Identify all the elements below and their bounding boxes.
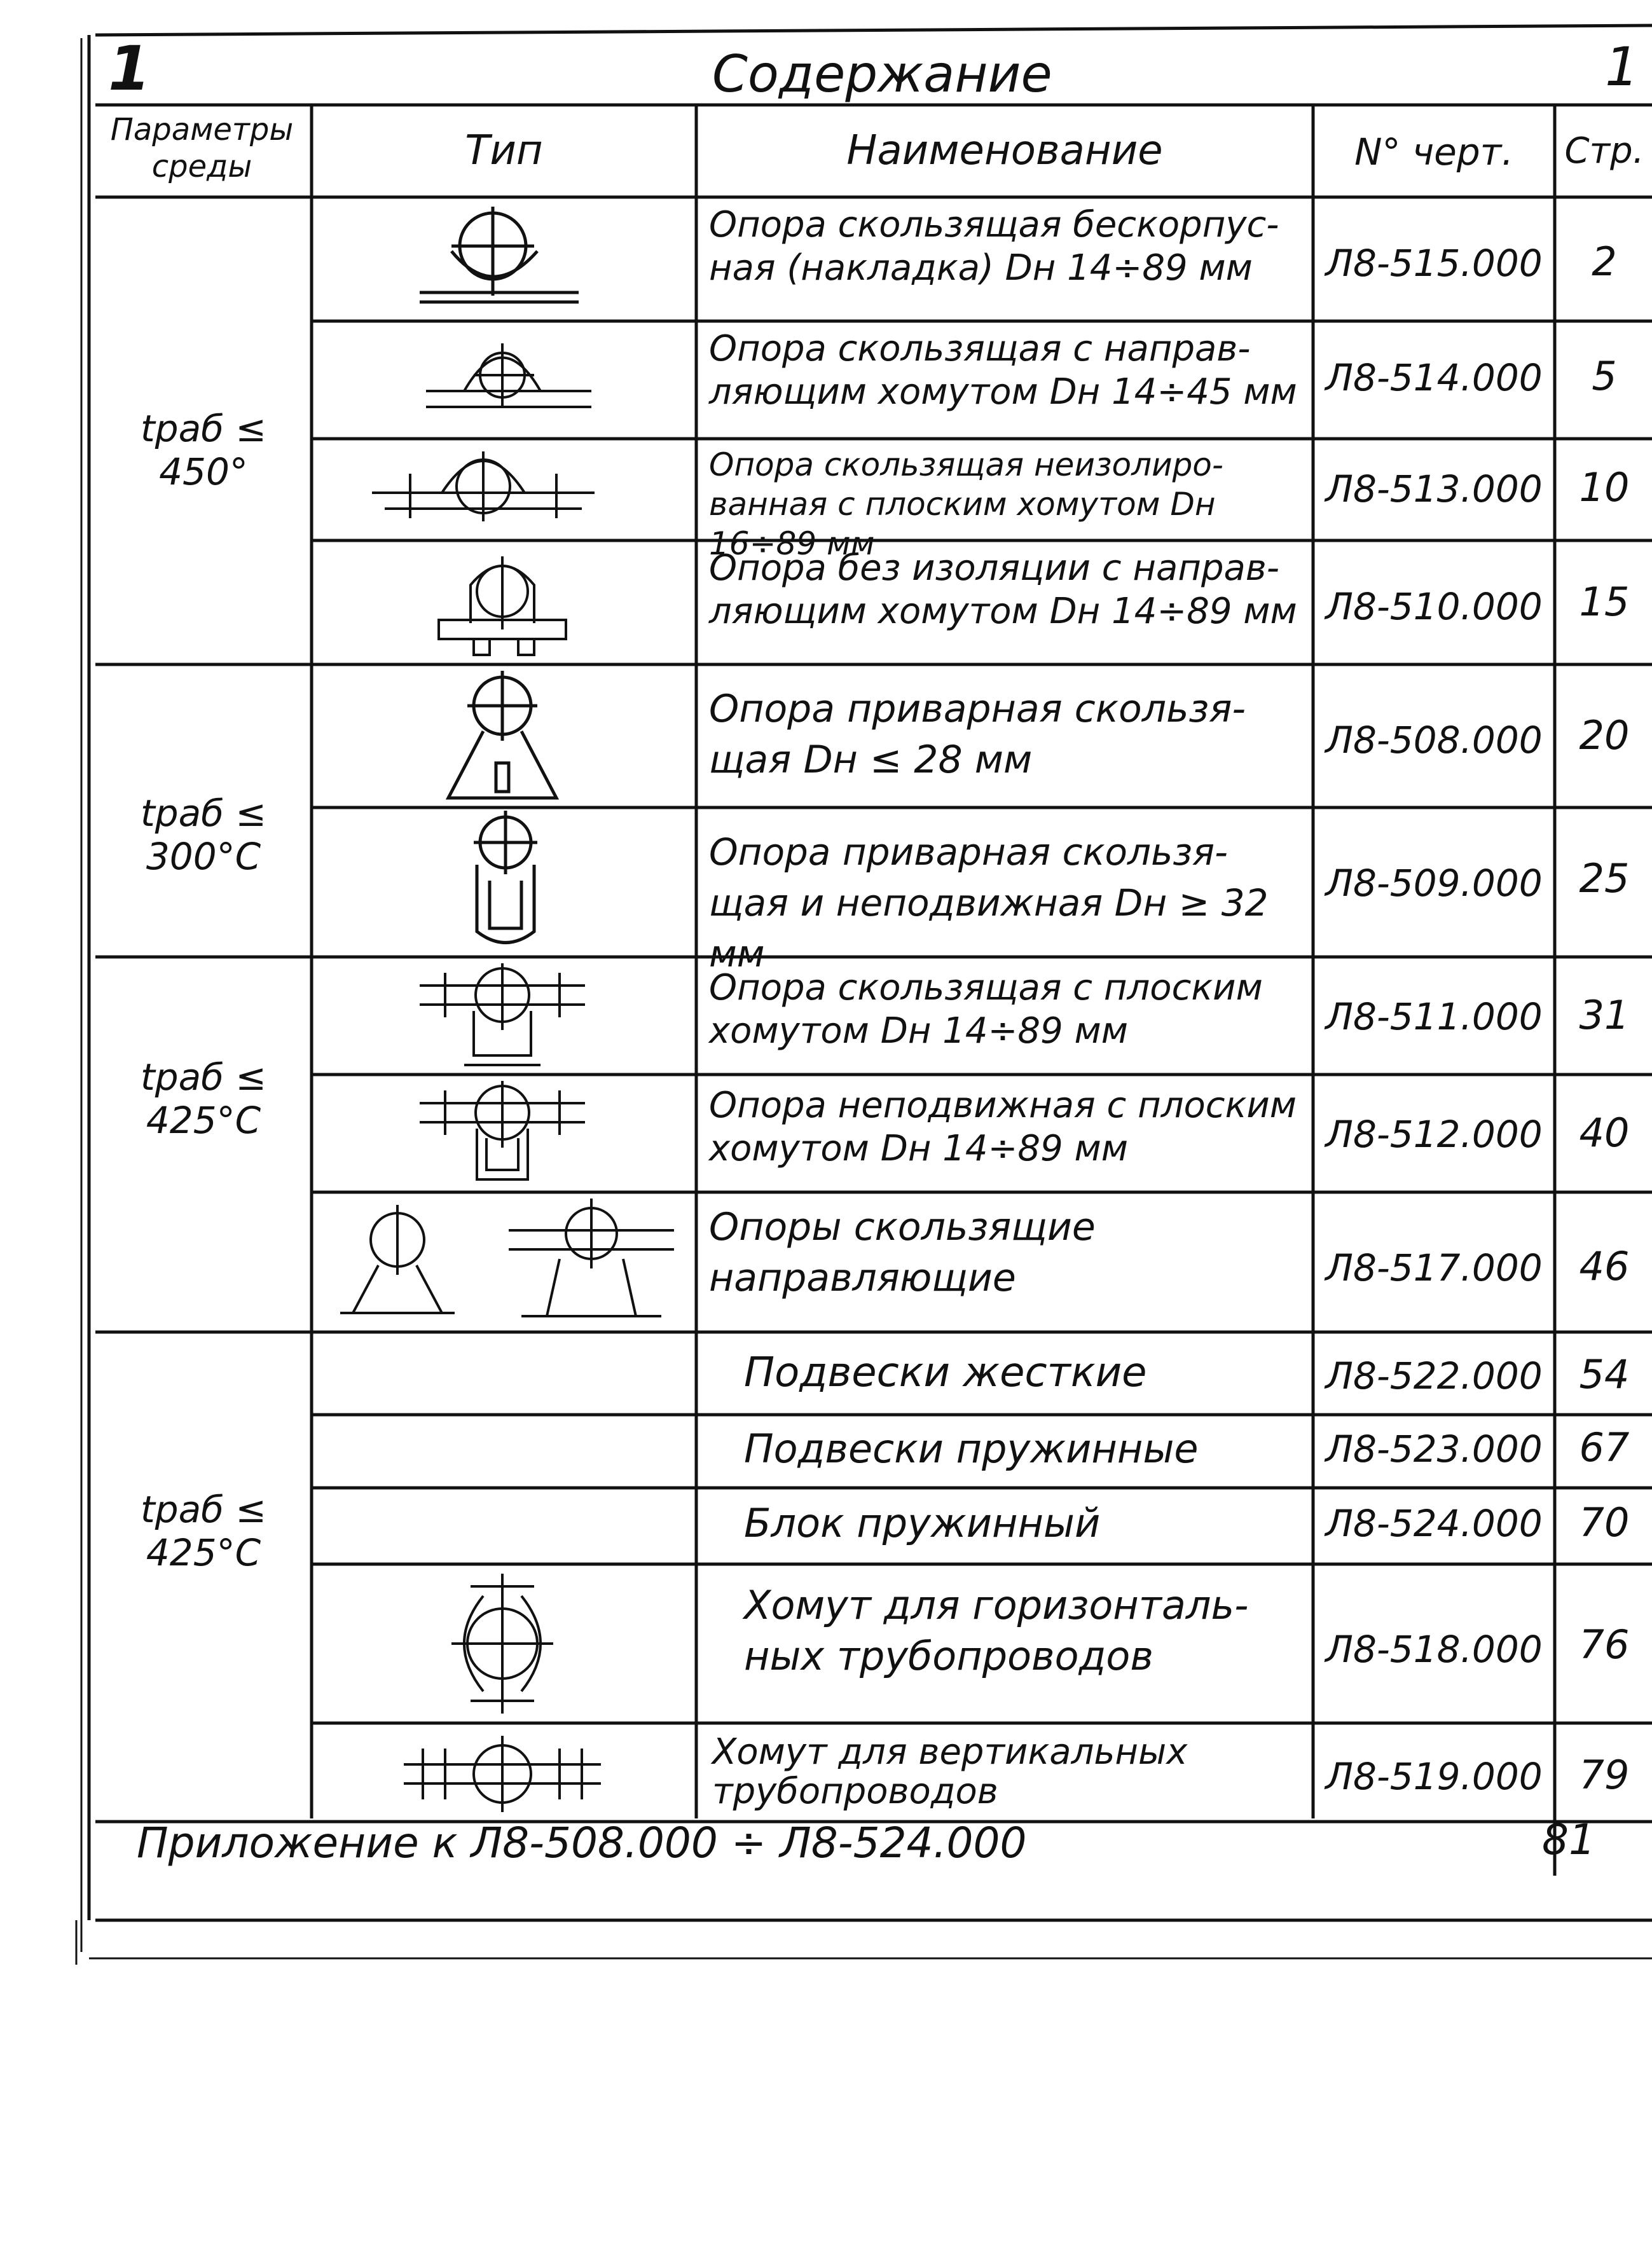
sliding-flat-clamp-icon [420, 963, 585, 1066]
row-8-name: Опора неподвижная с плоским хомутом Dн 1… [709, 1085, 1297, 1169]
row-4-code: Л8-510.000 [1325, 585, 1543, 628]
guided-clamp-support-icon [426, 343, 591, 408]
row-6-code: Л8-509.000 [1325, 862, 1543, 905]
row-3-page: 10 [1579, 464, 1630, 511]
header-drawing-number: N° черт. [1354, 130, 1513, 174]
header-params: Параметры среды [110, 112, 294, 184]
row-10-code: Л8-522.000 [1325, 1354, 1543, 1398]
row-14-code: Л8-519.000 [1325, 1755, 1543, 1798]
row-9-page: 46 [1579, 1243, 1630, 1289]
row-8-page: 40 [1579, 1110, 1630, 1156]
fixed-flat-clamp-icon [420, 1081, 585, 1181]
header-type: Тип [465, 127, 543, 174]
flat-clamp-support-icon [372, 451, 595, 521]
row-4-page: 15 [1579, 579, 1630, 625]
header-page: Стр. [1564, 130, 1644, 172]
row-10-name: Подвески жесткие [744, 1349, 1147, 1396]
row-14-name: Хомут для вертикальных трубопроводов [712, 1731, 1188, 1812]
row-13-code: Л8-518.000 [1325, 1628, 1543, 1671]
row-10-page: 54 [1579, 1351, 1630, 1398]
u-bolt-support-icon [437, 556, 567, 656]
row-3-name: Опора скользящая неизолиро-ванная с плос… [709, 446, 1223, 562]
header-name: Наименование [846, 127, 1163, 174]
row-12-code: Л8-524.000 [1325, 1502, 1543, 1545]
row-4-name: Опора без изоляции с направ-ляющим хомут… [709, 547, 1297, 632]
row-6-name: Опора приварная скользя-щая и неподвижна… [709, 830, 1269, 975]
group-label-2: tраб ≤ 300°С [141, 792, 266, 878]
page-title: Содержание [712, 45, 1052, 104]
row-1-code: Л8-515.000 [1325, 242, 1543, 285]
row-5-name: Опора приварная скользя-щая Dн ≤ 28 мм [709, 687, 1246, 782]
appendix-reference: Приложение к Л8-508.000 ÷ Л8-524.000 [137, 1818, 1027, 1867]
row-12-name: Блок пружинный [744, 1500, 1101, 1546]
horizontal-clamp-icon [451, 1574, 553, 1714]
row-5-code: Л8-508.000 [1325, 718, 1543, 762]
sheet-corner-number-left: 1 [108, 33, 151, 104]
row-1-name: Опора скользящая бескорпус-ная (накладка… [709, 204, 1279, 289]
appendix-page: 81 [1542, 1815, 1595, 1864]
row-2-name: Опора скользящая с направ-ляющим хомутом… [709, 328, 1297, 413]
row-14-page: 79 [1579, 1752, 1630, 1798]
row-13-page: 76 [1579, 1621, 1630, 1668]
group-label-3: tраб ≤ 425°С [141, 1055, 266, 1142]
row-11-code: Л8-523.000 [1325, 1427, 1543, 1471]
row-12-page: 70 [1579, 1499, 1630, 1546]
row-9-code: Л8-517.000 [1325, 1246, 1543, 1289]
row-7-name: Опора скользящая с плоским хомутом Dн 14… [709, 967, 1263, 1052]
row-9-name: Опоры скользящие направляющие [709, 1205, 1096, 1300]
row-5-page: 20 [1579, 712, 1630, 759]
welded-support-icon [445, 671, 560, 800]
row-2-page: 5 [1592, 353, 1617, 399]
row-1-page: 2 [1592, 238, 1617, 285]
guiding-supports-icon [340, 1199, 674, 1317]
row-7-code: Л8-511.000 [1325, 995, 1543, 1038]
row-8-code: Л8-512.000 [1325, 1113, 1543, 1156]
group-label-4: tраб ≤ 425°С [141, 1488, 266, 1574]
row-3-code: Л8-513.000 [1325, 467, 1543, 511]
group-label-1: tраб ≤ 450° [141, 407, 266, 493]
row-11-name: Подвески пружинные [744, 1426, 1199, 1472]
sheet-corner-number-right: 1 [1605, 36, 1639, 98]
welded-fixed-support-icon [474, 811, 537, 944]
row-7-page: 31 [1579, 992, 1630, 1038]
row-6-page: 25 [1579, 855, 1630, 902]
vertical-clamp-icon [404, 1736, 601, 1812]
row-13-name: Хомут для горизонталь-ных трубопроводов [744, 1582, 1249, 1679]
row-11-page: 67 [1579, 1424, 1630, 1471]
sliding-support-pad-icon [420, 207, 579, 304]
row-2-code: Л8-514.000 [1325, 356, 1543, 399]
